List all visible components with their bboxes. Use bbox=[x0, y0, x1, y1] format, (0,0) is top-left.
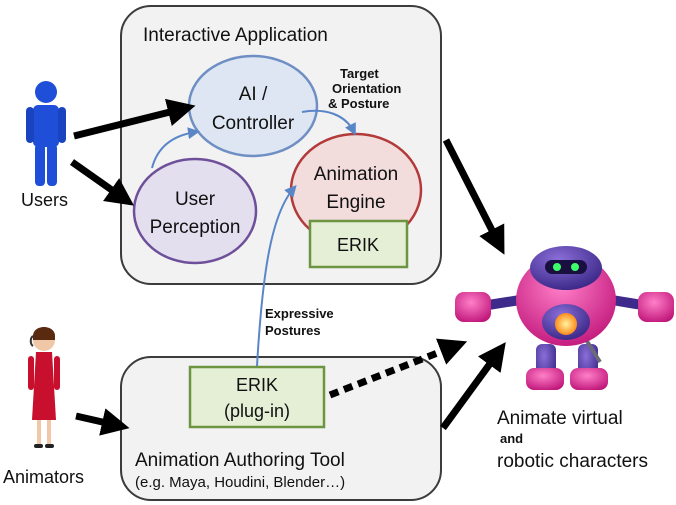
target-orientation-label-3: & Posture bbox=[328, 96, 389, 111]
user-perception-label-2: Perception bbox=[150, 217, 241, 238]
tool-to-characters-arrow bbox=[440, 342, 506, 431]
animators-to-tool-arrow bbox=[75, 408, 130, 436]
user-perception-node bbox=[132, 157, 258, 265]
erik-plugin-label-2: (plug-in) bbox=[224, 401, 290, 421]
animators-label: Animators bbox=[3, 467, 84, 487]
robot-character-icon bbox=[455, 246, 674, 390]
perception-to-ai-arrow bbox=[151, 127, 200, 169]
animation-engine-label-1: Animation bbox=[314, 164, 399, 185]
users-person-icon bbox=[26, 81, 66, 186]
ai-controller-label-1: AI / bbox=[239, 84, 268, 105]
expressive-postures-label-2: Postures bbox=[265, 323, 321, 338]
target-orientation-label-1: Target bbox=[340, 66, 379, 81]
plugin-to-characters-dashed-arrow bbox=[328, 338, 468, 399]
robotic-characters-label: robotic characters bbox=[497, 451, 648, 472]
expressive-postures-label-1: Expressive bbox=[265, 306, 334, 321]
plugin-to-engine-arrow bbox=[256, 185, 297, 367]
erik-engine-module bbox=[308, 219, 409, 269]
users-to-perception-arrow bbox=[69, 159, 135, 206]
ai-controller-node bbox=[187, 54, 319, 158]
erik-engine-label: ERIK bbox=[337, 235, 379, 255]
erik-plugin-module bbox=[188, 365, 326, 429]
erik-plugin-label-1: ERIK bbox=[236, 375, 278, 395]
users-label: Users bbox=[21, 190, 68, 210]
animators-person-icon bbox=[28, 327, 60, 448]
authoring-tool-examples: (e.g. Maya, Houdini, Blender…) bbox=[135, 474, 345, 491]
authoring-tool-title: Animation Authoring Tool bbox=[135, 450, 345, 471]
ai-controller-label-2: Controller bbox=[212, 113, 295, 134]
interactive-application-title: Interactive Application bbox=[143, 25, 328, 46]
animate-virtual-label: Animate virtual bbox=[497, 408, 623, 429]
application-to-characters-arrow bbox=[442, 138, 505, 255]
and-label: and bbox=[500, 431, 523, 446]
animation-engine-label-2: Engine bbox=[326, 192, 385, 213]
users-to-ai-arrow bbox=[73, 98, 196, 140]
ai-to-engine-arrow bbox=[301, 109, 356, 136]
user-perception-label-1: User bbox=[175, 189, 216, 210]
target-orientation-label-2: Orientation bbox=[332, 81, 401, 96]
